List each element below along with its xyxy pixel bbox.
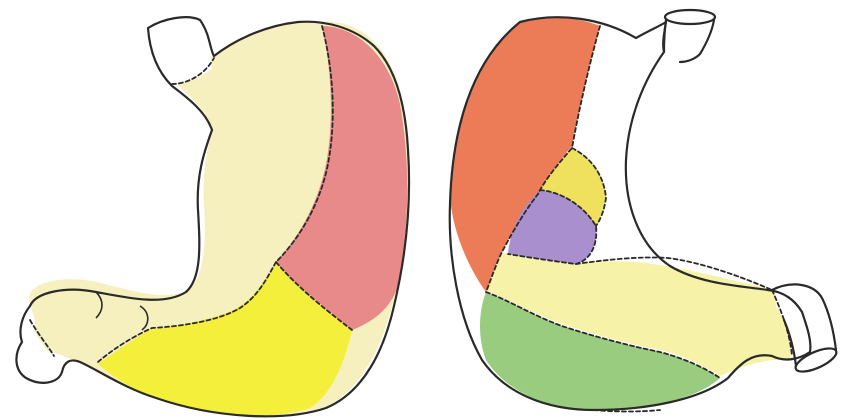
right-bottom-boundary: [594, 410, 660, 412]
right-stomach: [450, 10, 840, 412]
left-stomach: [16, 17, 409, 416]
left-esophagus-stub: [148, 17, 212, 84]
